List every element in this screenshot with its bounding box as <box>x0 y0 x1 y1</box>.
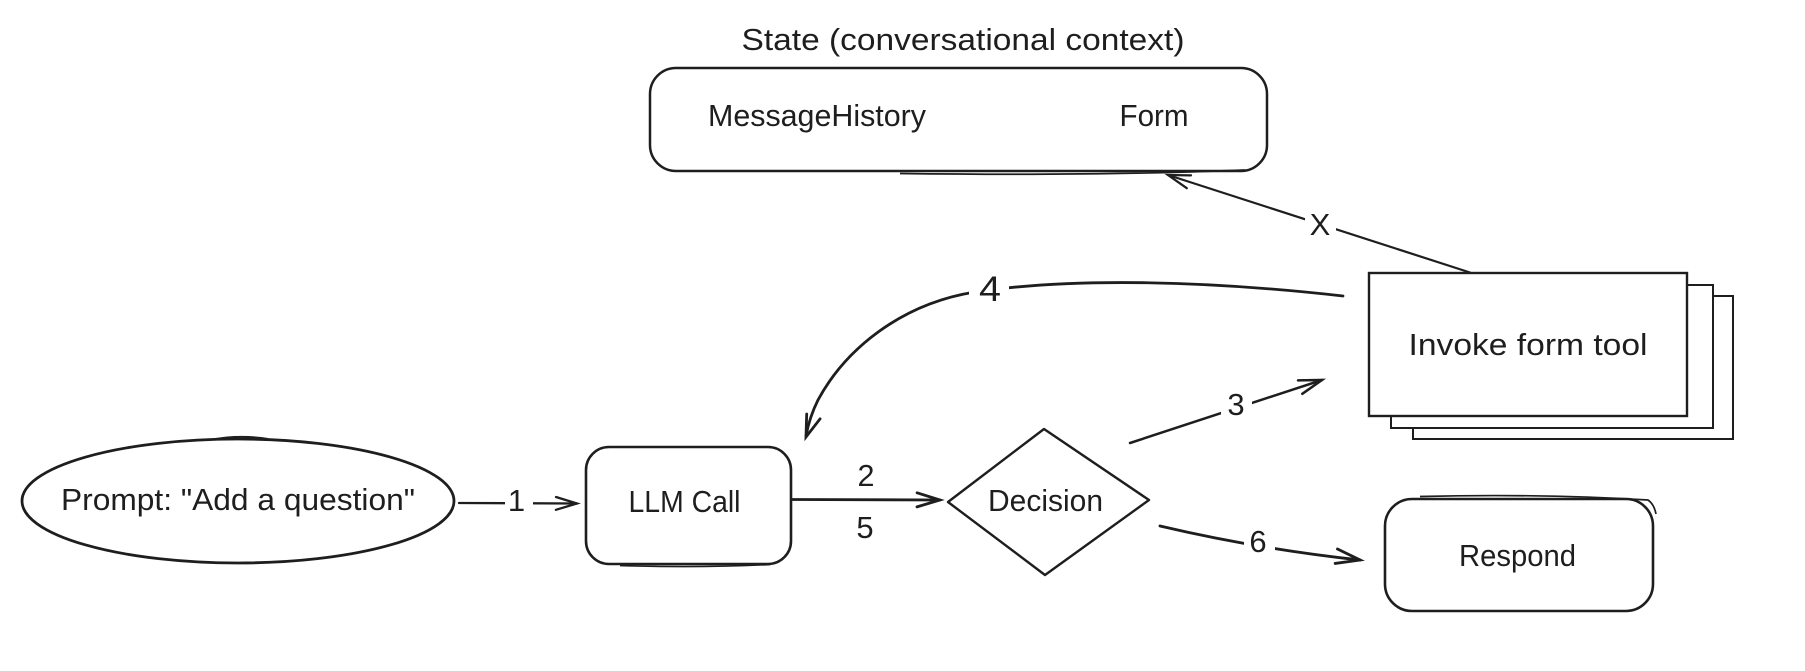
svg-text:X: X <box>1310 207 1331 242</box>
svg-text:5: 5 <box>856 510 873 545</box>
svg-text:Prompt: "Add a question": Prompt: "Add a question" <box>61 482 415 517</box>
svg-text:State (conversational context): State (conversational context) <box>742 22 1185 57</box>
svg-text:Invoke form tool: Invoke form tool <box>1409 327 1648 362</box>
svg-text:Form: Form <box>1120 98 1189 133</box>
svg-text:MessageHistory: MessageHistory <box>708 98 926 133</box>
svg-text:Respond: Respond <box>1459 538 1576 573</box>
svg-text:4: 4 <box>979 270 1001 309</box>
svg-text:2: 2 <box>858 458 875 493</box>
svg-text:1: 1 <box>508 483 525 518</box>
svg-text:6: 6 <box>1249 524 1266 559</box>
svg-text:LLM Call: LLM Call <box>629 484 741 519</box>
svg-text:Decision: Decision <box>988 483 1103 518</box>
svg-text:3: 3 <box>1227 387 1244 422</box>
